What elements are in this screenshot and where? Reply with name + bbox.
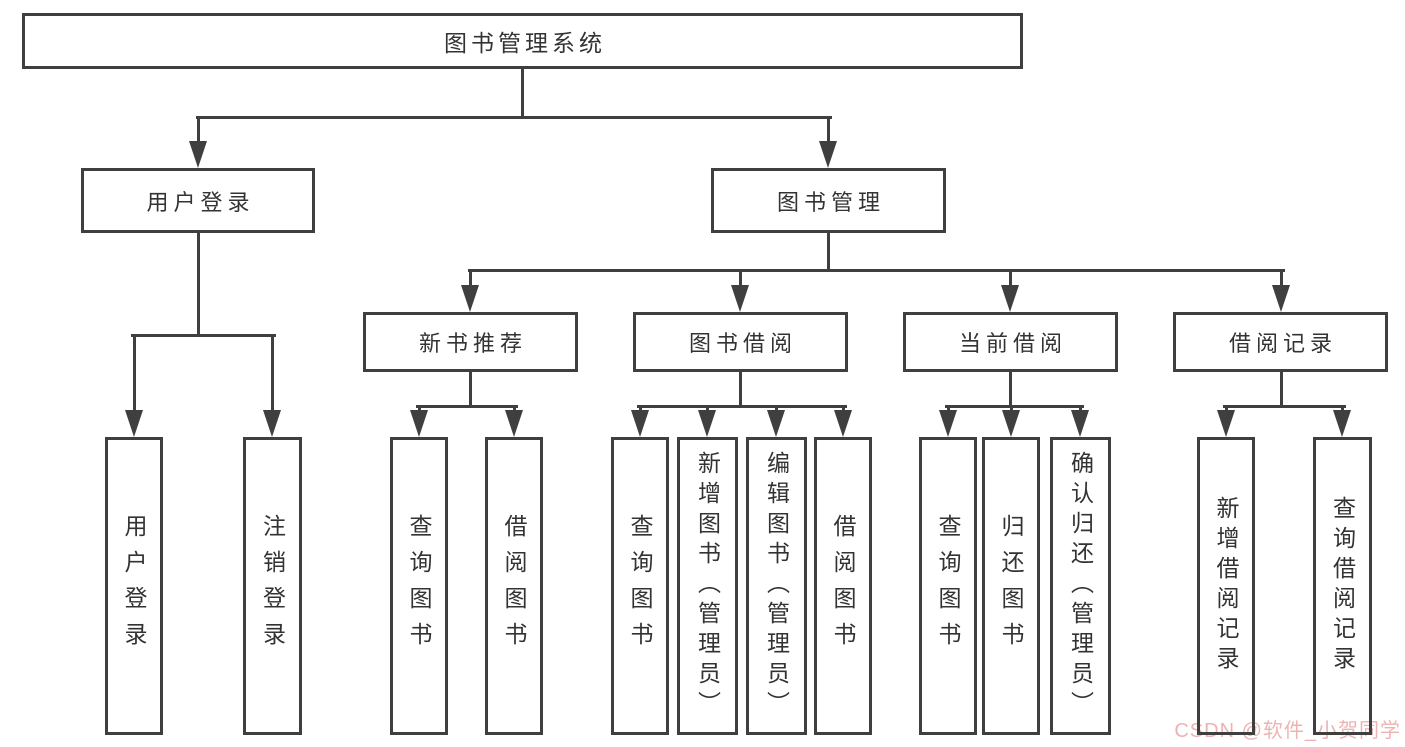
node-leaf-add-book: 新增图书（管理员） <box>677 437 738 735</box>
arrow-down-icon <box>189 141 207 168</box>
node-label: 确认归还（管理员） <box>1067 451 1094 721</box>
arrow-down-icon <box>1272 285 1290 312</box>
node-borrowing-records: 借阅记录 <box>1173 312 1388 372</box>
node-leaf-query-record: 查询借阅记录 <box>1313 437 1372 735</box>
node-label: 用户登录 <box>146 189 255 215</box>
node-label: 查询图书 <box>935 514 961 658</box>
node-label: 图书借阅 <box>688 331 797 356</box>
connector-line <box>826 233 830 272</box>
connector-line <box>1008 270 1012 290</box>
connector-line <box>196 117 200 147</box>
node-label: 借阅图书 <box>501 514 527 658</box>
node-current-borrowing: 当前借阅 <box>903 312 1118 372</box>
connector-line <box>415 404 518 408</box>
arrow-down-icon <box>410 410 428 437</box>
connector-line <box>738 270 742 290</box>
connector-line <box>132 335 136 414</box>
arrow-down-icon <box>505 410 523 437</box>
node-label: 借阅图书 <box>830 514 856 658</box>
connector-line <box>944 404 1084 408</box>
connector-line <box>270 335 274 414</box>
arrow-down-icon <box>834 410 852 437</box>
node-leaf-logout: 注销登录 <box>243 437 302 735</box>
connector-line <box>636 404 847 408</box>
node-leaf-edit-book: 编辑图书（管理员） <box>746 437 807 735</box>
node-leaf-query-book-1: 查询图书 <box>390 437 448 735</box>
arrow-down-icon <box>125 410 143 437</box>
arrow-down-icon <box>767 410 785 437</box>
node-label: 查询借阅记录 <box>1329 496 1356 676</box>
node-leaf-borrow-book-2: 借阅图书 <box>814 437 872 735</box>
arrow-down-icon <box>461 285 479 312</box>
connector-line <box>826 117 830 147</box>
watermark: CSDN @软件_小贺同学 <box>1174 720 1401 742</box>
node-leaf-borrow-book-1: 借阅图书 <box>485 437 543 735</box>
node-leaf-query-book-3: 查询图书 <box>919 437 977 735</box>
node-label: 当前借阅 <box>958 331 1067 356</box>
arrow-down-icon <box>263 410 281 437</box>
node-label: 用户登录 <box>121 514 147 658</box>
node-label: 新增图书（管理员） <box>694 451 721 721</box>
connector-line <box>196 233 200 337</box>
node-user-login: 用户登录 <box>81 168 315 233</box>
node-book-management: 图书管理 <box>711 168 946 233</box>
node-label: 注销登录 <box>259 514 286 658</box>
arrow-down-icon <box>1217 410 1235 437</box>
node-label: 编辑图书（管理员） <box>763 451 790 721</box>
connector-line <box>1279 372 1283 408</box>
node-label: 借阅记录 <box>1228 331 1337 356</box>
node-leaf-confirm-return: 确认归还（管理员） <box>1050 437 1111 735</box>
node-label: 图书管理 <box>776 189 885 215</box>
connector-line <box>130 333 276 337</box>
connector-line <box>520 69 524 119</box>
node-leaf-user-login: 用户登录 <box>105 437 163 735</box>
node-leaf-add-record: 新增借阅记录 <box>1197 437 1255 735</box>
connector-line <box>1279 270 1283 290</box>
arrow-down-icon <box>698 410 716 437</box>
arrow-down-icon <box>1001 285 1019 312</box>
arrow-down-icon <box>731 285 749 312</box>
node-label: 查询图书 <box>406 514 432 658</box>
node-new-book-recommend: 新书推荐 <box>363 312 578 372</box>
connector-line <box>468 372 472 408</box>
arrow-down-icon <box>1002 410 1020 437</box>
node-leaf-query-book-2: 查询图书 <box>611 437 669 735</box>
node-label: 新增借阅记录 <box>1213 496 1239 676</box>
node-label: 图书管理系统 <box>444 30 606 56</box>
connector-line <box>468 270 472 290</box>
connector-line <box>195 115 832 119</box>
node-label: 归还图书 <box>998 514 1024 658</box>
arrow-down-icon <box>939 410 957 437</box>
arrow-down-icon <box>631 410 649 437</box>
connector-line <box>738 372 742 408</box>
node-leaf-return-book: 归还图书 <box>982 437 1040 735</box>
arrow-down-icon <box>819 141 837 168</box>
node-root: 图书管理系统 <box>22 13 1023 69</box>
node-label: 查询图书 <box>627 514 653 658</box>
node-label: 新书推荐 <box>418 331 527 356</box>
arrow-down-icon <box>1333 410 1351 437</box>
connector-line <box>1008 372 1012 408</box>
node-book-borrowing: 图书借阅 <box>633 312 848 372</box>
arrow-down-icon <box>1071 410 1089 437</box>
connector-line <box>467 268 1285 272</box>
connector-line <box>1222 404 1346 408</box>
